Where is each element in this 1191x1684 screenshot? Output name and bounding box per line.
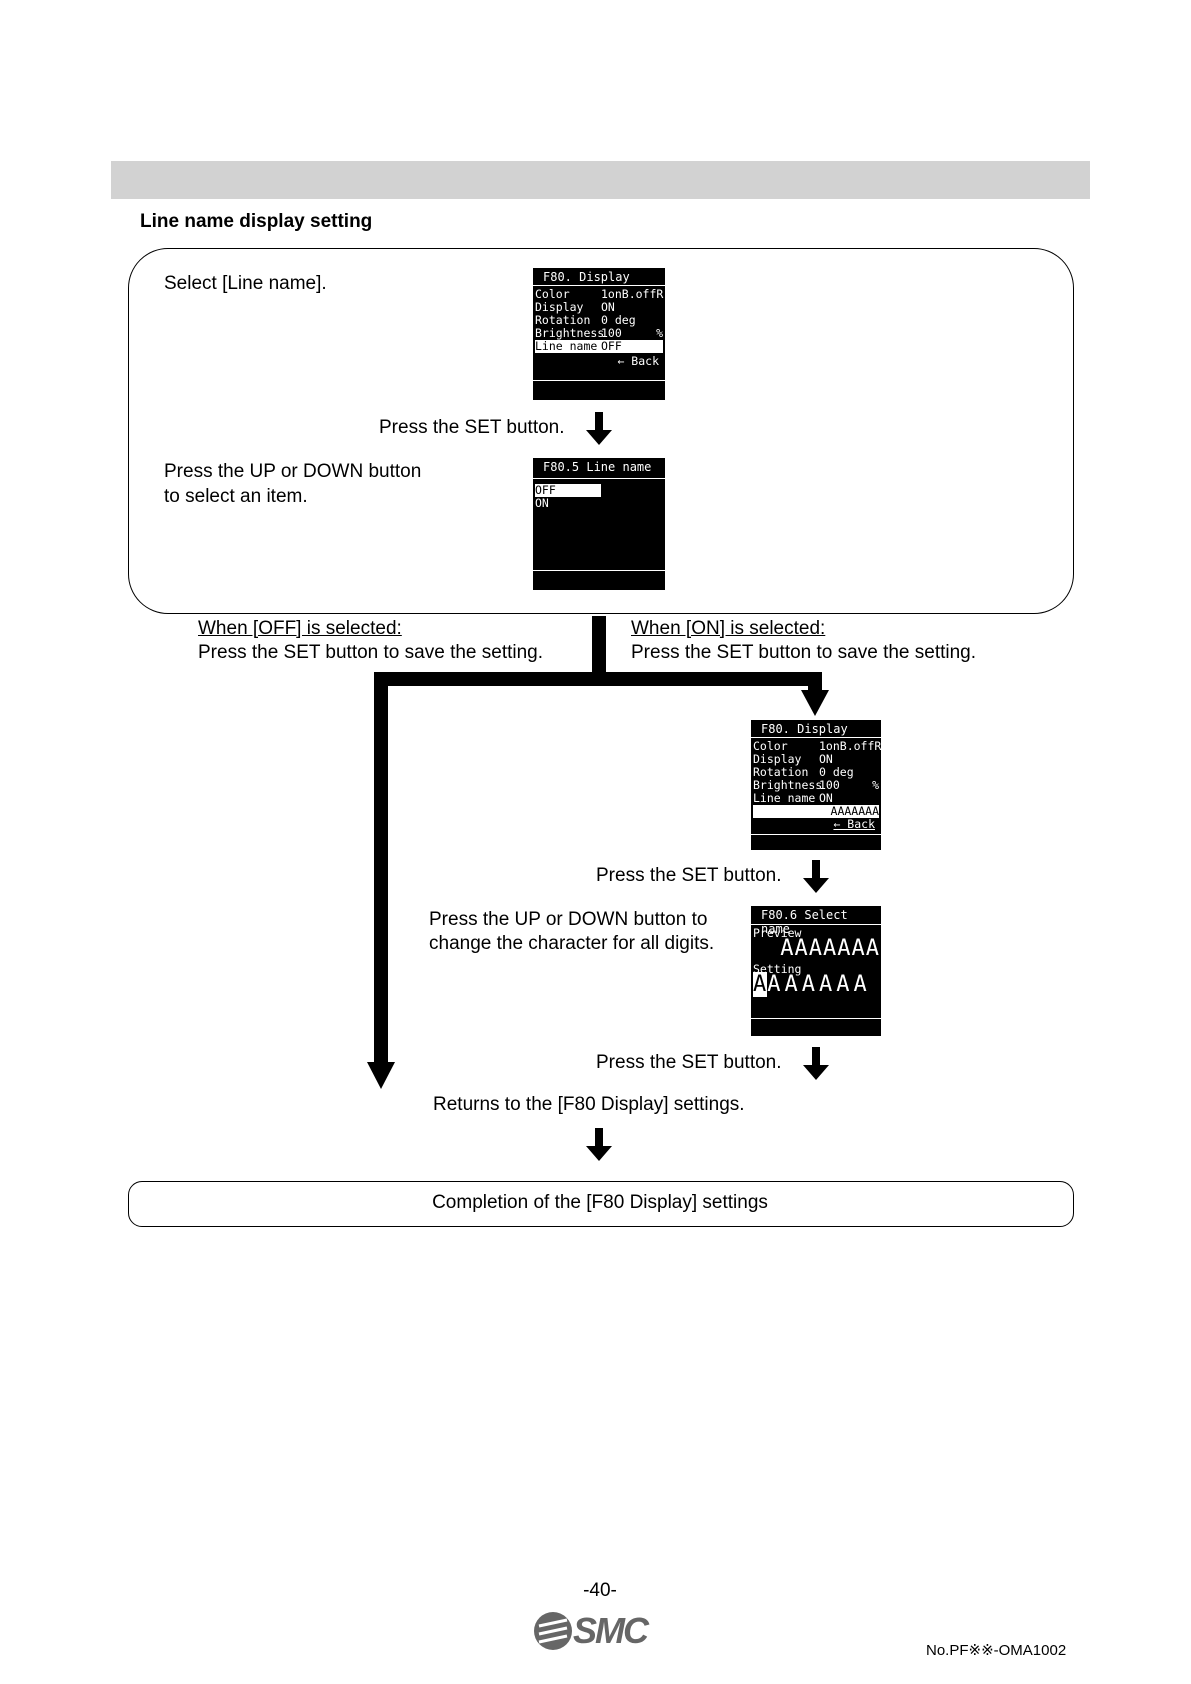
lcd-back: ← Back (833, 817, 875, 831)
lcd-divider (751, 737, 881, 738)
step-select-line-name: Select [Line name]. (164, 273, 327, 294)
branch-on-text: Press the SET button to save the setting… (631, 642, 977, 663)
lcd-setting-cursor: A (753, 972, 768, 997)
lcd-setting-value: AAAAAAA (753, 972, 871, 997)
lcd-divider (533, 570, 665, 571)
step-select-item-line1: Press the UP or DOWN button (164, 461, 422, 482)
lcd-preview-value: AAAAAAA (780, 936, 880, 961)
section-header-bar (111, 161, 1090, 199)
step-select-item-line2: to select an item. (164, 486, 308, 507)
step-change-character-line1: Press the UP or DOWN button to (429, 909, 708, 930)
lcd-row-name-value-selected: AAAAAAA (753, 805, 879, 818)
down-arrow-icon (803, 860, 829, 893)
lcd-divider (533, 285, 665, 286)
completion-text: Completion of the [F80 Display] settings (432, 1192, 768, 1213)
branch-off-text: Press the SET button to save the setting… (198, 642, 544, 663)
lcd-divider (533, 380, 665, 381)
page-number: -40- (583, 1580, 617, 1601)
lcd-screen-select-name: F80.6 Select name Preview AAAAAAA Settin… (751, 906, 881, 1036)
branch-off-heading: When [OFF] is selected: (198, 618, 402, 639)
down-arrow-icon (586, 1128, 612, 1161)
lcd-title: F80.5 Line name (543, 460, 652, 474)
smc-logo-mark-icon (534, 1612, 572, 1650)
lcd-option-off-selected: OFF (535, 484, 601, 497)
smc-logo-text: SMC (573, 1610, 649, 1651)
section-title: Line name display setting (140, 211, 373, 232)
branch-on-heading: When [ON] is selected: (631, 618, 826, 639)
lcd-title: F80.6 Select name (761, 908, 848, 936)
smc-logo: SMC (533, 1610, 668, 1652)
step-press-set: Press the SET button. (596, 1052, 782, 1073)
lcd-title: F80. Display (543, 270, 630, 284)
lcd-divider (751, 834, 881, 835)
down-arrow-icon (586, 412, 612, 445)
step-press-set: Press the SET button. (596, 865, 782, 886)
down-arrow-icon (803, 1047, 829, 1080)
lcd-divider (533, 478, 665, 479)
lcd-preview-label: Preview (753, 926, 802, 940)
step-press-set: Press the SET button. (379, 417, 565, 438)
lcd-divider (751, 1018, 881, 1019)
lcd-title: F80. Display (761, 722, 848, 736)
lcd-screen-line-name: F80.5 Line name OFF ON (533, 458, 665, 590)
document-number: No.PF※※-OMA1002 (926, 1642, 1067, 1659)
lcd-divider (751, 924, 881, 925)
completion-box (128, 1181, 1074, 1227)
step-group-box (128, 248, 1074, 614)
lcd-option-on: ON (535, 496, 549, 510)
returns-to-display-text: Returns to the [F80 Display] settings. (433, 1094, 745, 1115)
step-change-character-line2: change the character for all digits. (429, 933, 715, 954)
lcd-back: ← Back (617, 354, 659, 368)
